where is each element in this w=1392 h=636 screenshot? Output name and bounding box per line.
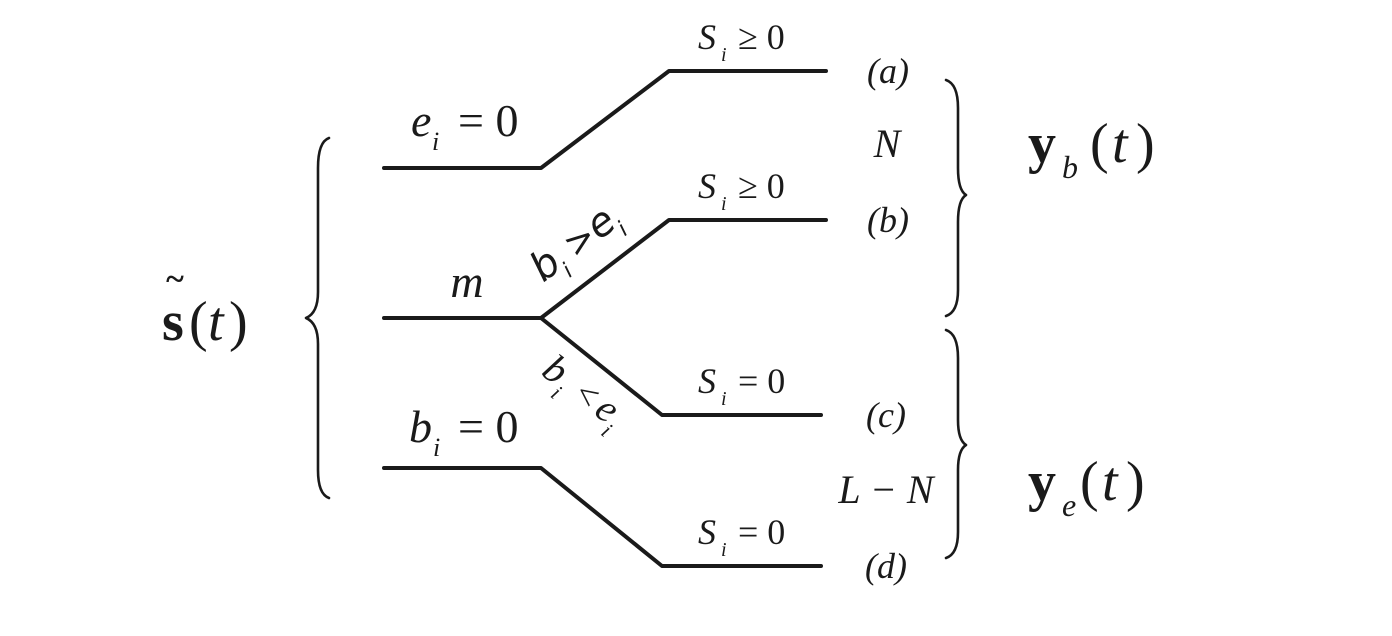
output-upper-arg-open: ( [1090, 113, 1109, 175]
outcome-a-sub: i [721, 44, 727, 66]
outcome-c-condition: S i = 0 [698, 361, 785, 410]
outcome-d-condition: S i = 0 [698, 512, 785, 561]
branch-middle-label: m [450, 256, 483, 307]
outcome-a-condition: S i ≥ 0 [698, 17, 785, 66]
branch-bottom-var: b [409, 401, 432, 452]
output-lower-arg-open: ( [1080, 451, 1099, 513]
root-arg-var: t [208, 291, 225, 353]
outcome-tag-c: (c) [866, 395, 906, 435]
output-lower-sub: e [1062, 487, 1076, 523]
outcome-c-sub: i [721, 388, 727, 410]
right-brace-upper [944, 78, 968, 318]
edge-top-branch [382, 69, 828, 170]
output-upper-arg-close: ) [1136, 113, 1155, 175]
tree-edges [382, 69, 828, 568]
branch-label-bottom: b i = 0 [409, 401, 518, 462]
outcome-c-var: S [698, 361, 716, 401]
outcome-a-var: S [698, 17, 716, 57]
edge-middle-up [382, 218, 828, 320]
branch-label-top: e i = 0 [411, 95, 518, 156]
output-label-lower: y e ( t ) [1028, 451, 1145, 523]
edge-label-down: b i < e i [535, 345, 629, 442]
group-lower-count: L − N [837, 467, 936, 512]
output-lower-arg-close: ) [1126, 451, 1145, 513]
root-arg-open: ( [189, 291, 208, 353]
root-symbol: s [162, 291, 184, 353]
right-brace-lower [944, 328, 968, 560]
root-label: ~ s ( t ) [162, 261, 248, 353]
edge-bottom-branch [382, 466, 823, 568]
output-upper-symbol: y [1028, 113, 1056, 175]
outcome-c-rel: = 0 [738, 361, 785, 401]
outcome-tag-b: (b) [867, 200, 909, 240]
root-arg-close: ) [229, 291, 248, 353]
branch-top-var: e [411, 95, 431, 146]
output-lower-arg-var: t [1102, 451, 1119, 513]
output-upper-sub: b [1062, 149, 1078, 185]
branch-bottom-sub: i [433, 433, 440, 462]
group-upper-count: N [873, 121, 903, 166]
outcome-a-rel: ≥ 0 [738, 17, 785, 57]
outcome-tag-a: (a) [867, 51, 909, 91]
branch-top-sub: i [432, 127, 439, 156]
outcome-d-var: S [698, 512, 716, 552]
outcome-d-rel: = 0 [738, 512, 785, 552]
branch-bottom-rel: = 0 [458, 401, 518, 452]
left-brace [304, 136, 331, 500]
output-lower-symbol: y [1028, 451, 1056, 513]
edge-label-up: b i > e i [521, 197, 633, 291]
output-label-upper: y b ( t ) [1028, 113, 1155, 185]
output-upper-arg-var: t [1112, 113, 1129, 175]
edge-middle-down [539, 316, 823, 417]
outcome-b-var: S [698, 166, 716, 206]
outcome-b-sub: i [721, 193, 727, 215]
outcome-d-sub: i [721, 539, 727, 561]
outcome-b-condition: S i ≥ 0 [698, 166, 785, 215]
outcome-tag-d: (d) [865, 546, 907, 586]
branch-top-rel: = 0 [458, 95, 518, 146]
outcome-b-rel: ≥ 0 [738, 166, 785, 206]
root-tilde: ~ [166, 261, 184, 298]
